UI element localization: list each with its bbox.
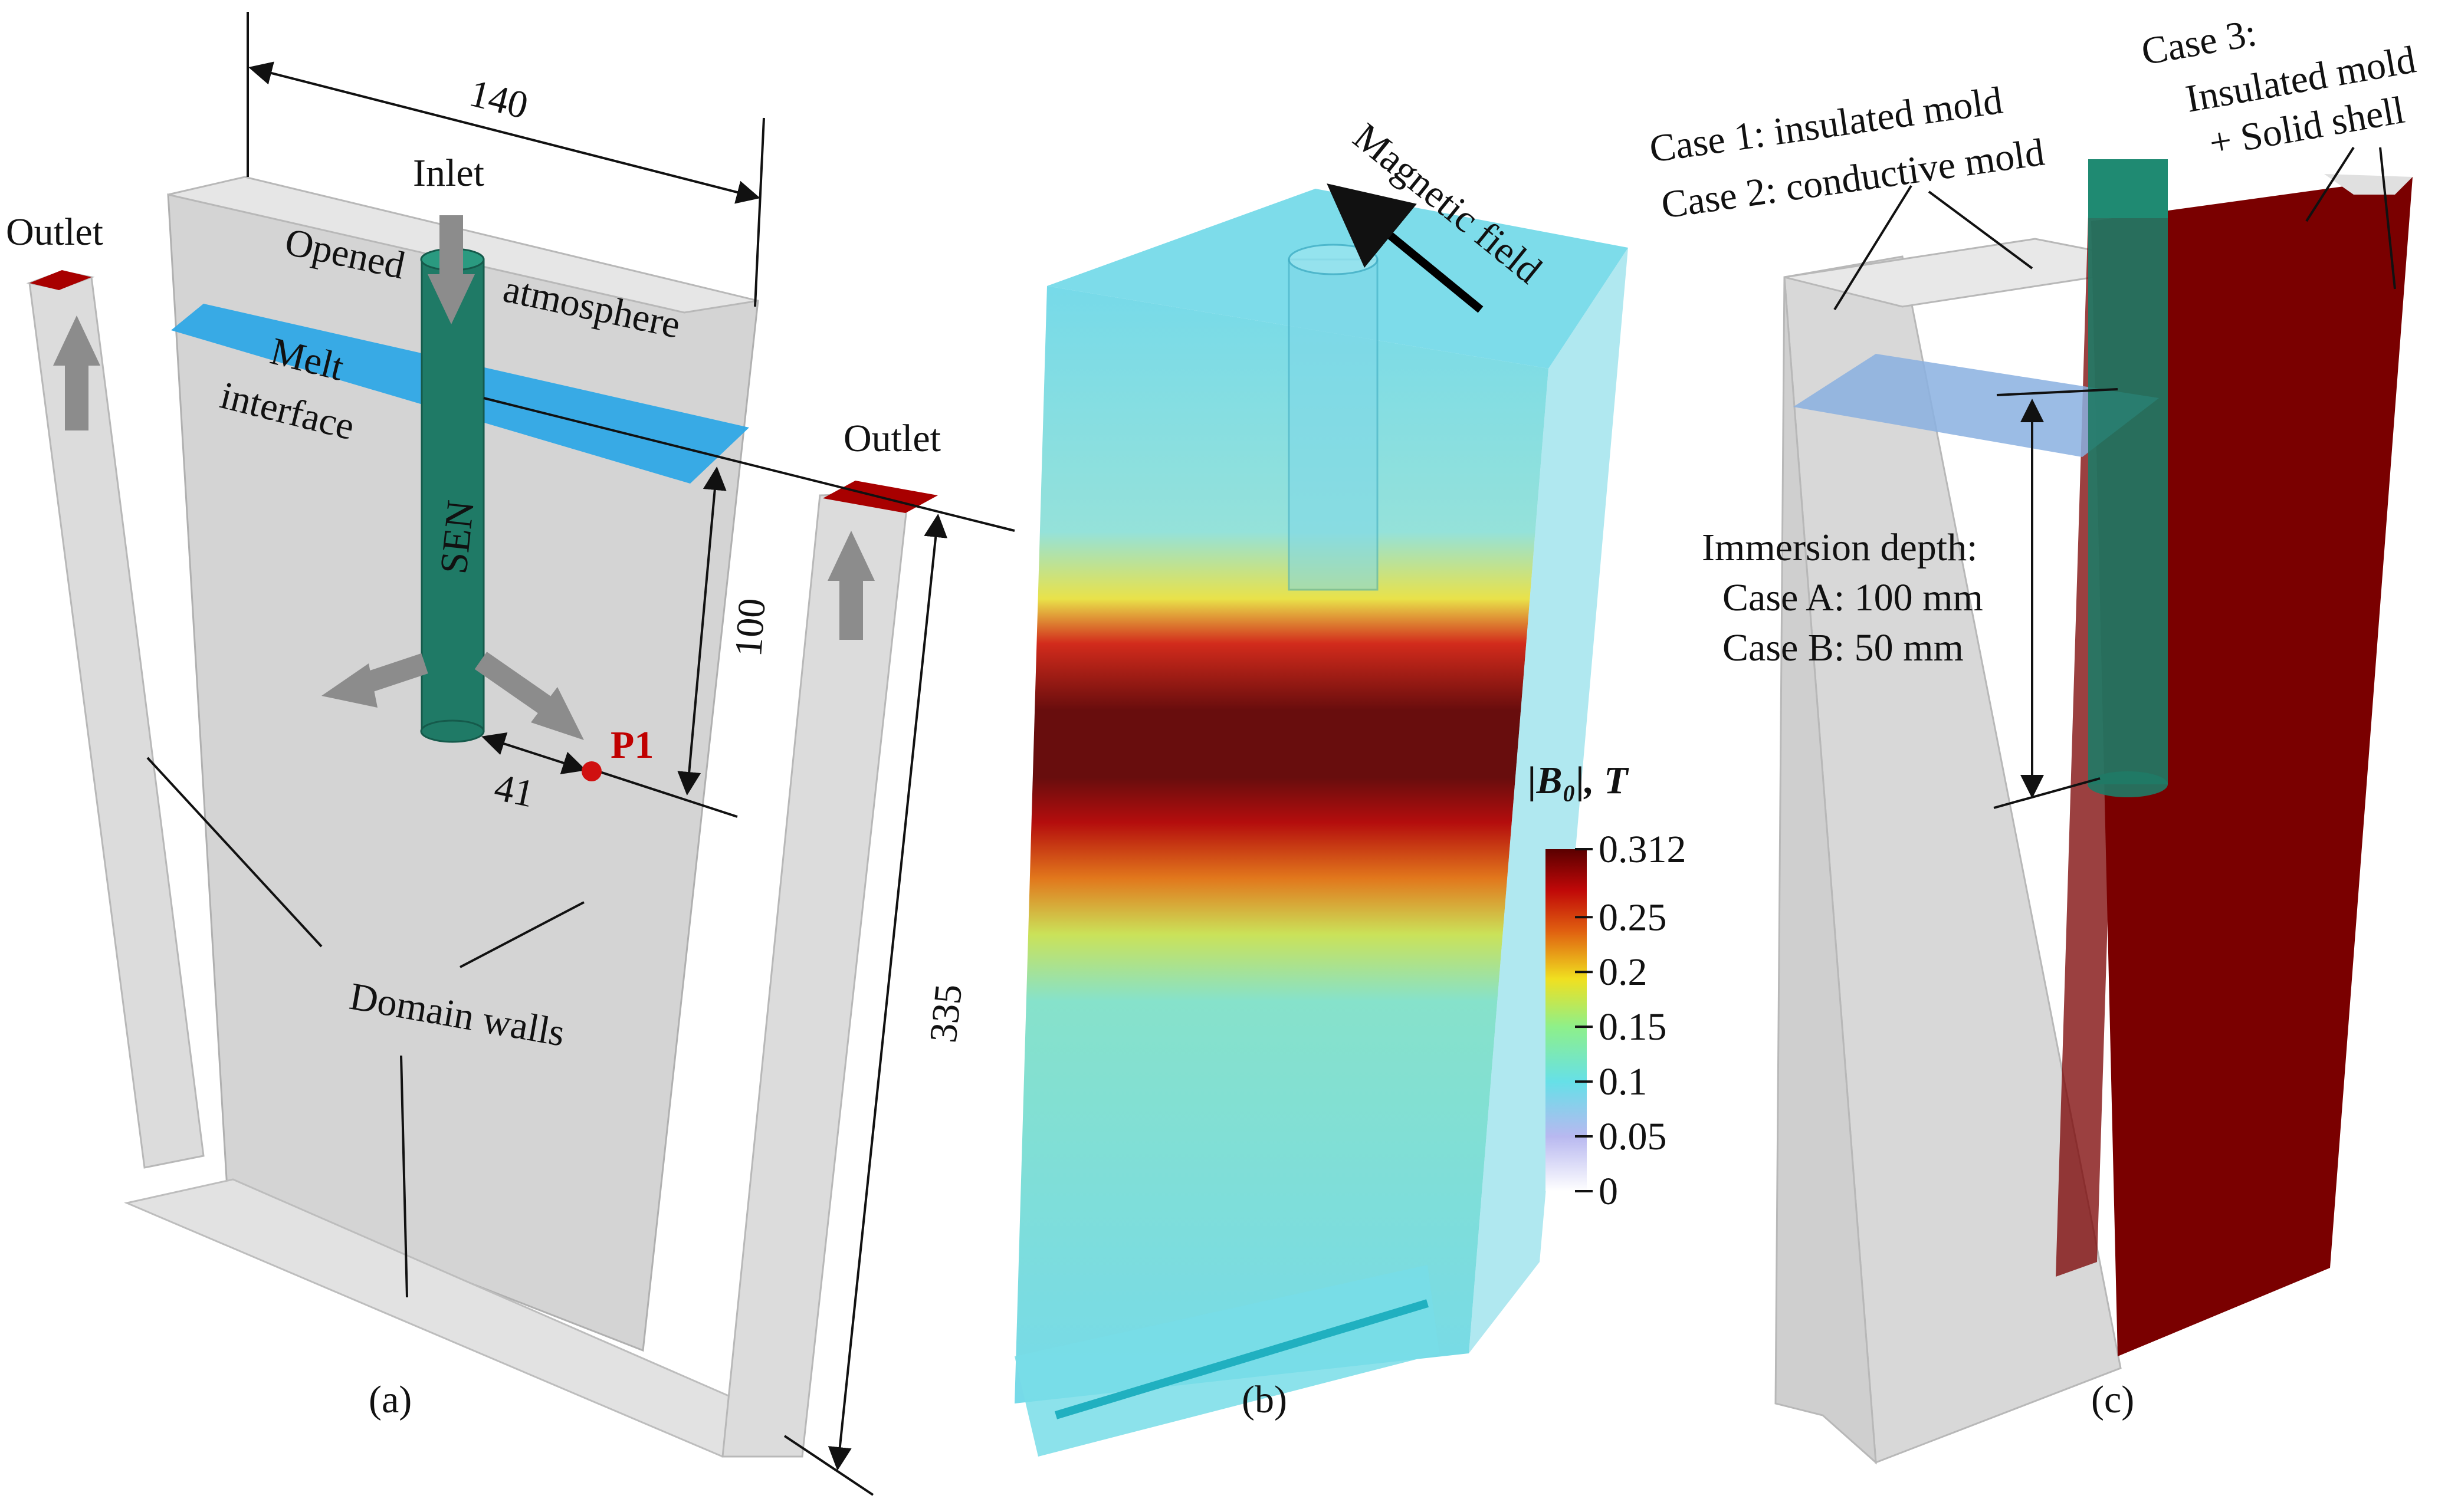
panel-c: Case 1: insulated mold Case 2: conductiv… [1647,11,2419,1465]
p1-point [582,761,602,781]
colorbar-tick-label: 0 [1599,1170,1618,1213]
colorbar-tick-label: 0.2 [1599,951,1648,994]
colorbar-tick-label: 0.1 [1599,1060,1648,1103]
c-shell-top [2324,174,2413,195]
c-mold-side [1774,277,1877,1465]
panel-b: Magnetic field |B₀|, T 0.3120.250.20.150… [1015,115,1686,1457]
colorbar-tick-label: 0.25 [1599,896,1667,939]
magnetic-field-arrow-icon [1327,183,1484,313]
colorbar [1545,849,1587,1191]
colorbar-tick-label: 0.05 [1599,1115,1667,1158]
inlet-arrow-icon [428,215,475,324]
sen-nozzle [421,258,485,732]
colorbar-tick-label: 0.15 [1599,1005,1667,1048]
sen-label: SEN [432,498,483,576]
p1-label: P1 [611,724,654,767]
immersion-title: Immersion depth: [1702,526,1977,569]
dimension-lines [247,12,1015,1496]
port-jet-left-icon [321,653,428,708]
outlet-left-label: Outlet [6,211,103,254]
dim-height-label: 335 [921,982,970,1044]
c-shell-outer [2091,177,2413,1356]
dim-width-label: 140 [465,71,533,127]
panel-a-caption: (a) [369,1378,412,1421]
c-sen [2088,159,2168,784]
c-melt-interface [1793,354,2159,457]
dim-p1-label: 41 [491,765,538,816]
left-outlet-patch [29,270,91,290]
case-b-label: Case B: 50 mm [1722,626,1964,669]
outlet-right-label: Outlet [844,417,941,460]
colorbar-tick-label: 0.312 [1599,828,1686,871]
left-outlet-arrow-icon [53,315,100,430]
b-front-face [1015,286,1548,1403]
dim-depth-label: 100 [727,597,774,658]
colorbar-title: |B₀|, T [1528,759,1629,802]
case-a-label: Case A: 100 mm [1722,576,1983,619]
panel-a: 140 Inlet Outlet Opened atmosphere Melt … [6,12,1015,1496]
b-sen-ghost [1288,258,1379,591]
colorbar-ticks: 0.312 0.25 0.2 0.15 0.1 0.05 0 [1575,828,1686,1213]
c-leaders [1833,146,2396,311]
domain-walls-leaders [146,757,585,1298]
port-jet-right-icon [474,652,584,740]
panel-b-caption: (b) [1242,1378,1287,1421]
immersion-dimension [1993,388,2118,809]
panel-c-caption: (c) [2091,1378,2134,1421]
left-outlet-column [28,276,205,1169]
b-side-face [1469,248,1628,1353]
inlet-label: Inlet [413,152,484,195]
case3-line1: Case 3: [2138,11,2260,74]
